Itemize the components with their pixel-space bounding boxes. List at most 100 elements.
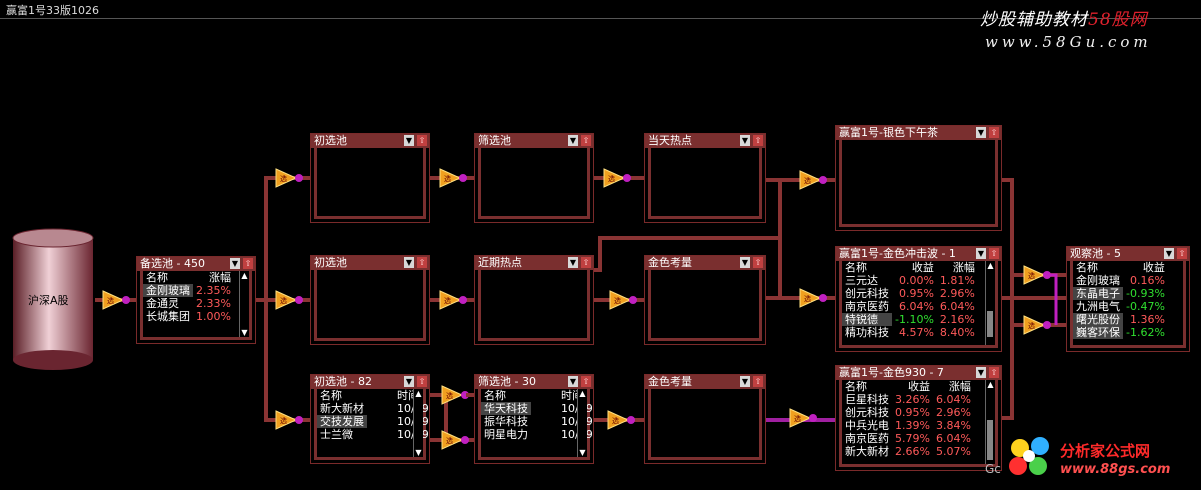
arrow-up-icon[interactable]: ⇧ bbox=[417, 135, 427, 146]
filter-node-icon[interactable]: 选 bbox=[275, 168, 303, 188]
col-header: 涨幅 bbox=[952, 261, 975, 274]
filter-node-icon[interactable]: 选 bbox=[1023, 315, 1051, 335]
filter-node-icon[interactable]: 选 bbox=[789, 408, 817, 428]
triangle-down-icon[interactable]: ▼ bbox=[976, 367, 986, 378]
filter-node-icon[interactable]: 选 bbox=[441, 385, 469, 405]
panel-title: 赢富1号-金色冲击波 - 1 bbox=[839, 247, 956, 260]
filter-node-icon[interactable]: 选 bbox=[603, 168, 631, 188]
scrollbar[interactable]: ▲▼ bbox=[413, 389, 423, 457]
triangle-down-icon[interactable]: ▼ bbox=[976, 248, 986, 259]
triangle-down-icon[interactable]: ▼ bbox=[1164, 248, 1174, 259]
watermark-text-a: 炒股辅助教材 bbox=[980, 10, 1088, 30]
filter-node-icon[interactable]: 选 bbox=[1023, 265, 1051, 285]
arrow-up-icon[interactable]: ⇧ bbox=[989, 248, 999, 259]
table-row[interactable]: 东晶电子-0.93% bbox=[1073, 287, 1168, 300]
arrow-up-icon[interactable]: ⇧ bbox=[581, 257, 591, 268]
panel-dangtian-redian[interactable]: 当天热点 ▼⇧ bbox=[644, 133, 766, 223]
filter-node-icon[interactable]: 选 bbox=[607, 410, 635, 430]
svg-text:选: 选 bbox=[446, 391, 453, 400]
panel-jinse-kaoliang-2[interactable]: 金色考量▼⇧ bbox=[644, 374, 766, 464]
table-row[interactable]: 巍客环保-1.62% bbox=[1073, 326, 1168, 339]
col-header: 涨幅 bbox=[948, 380, 971, 393]
arrow-up-icon[interactable]: ⇧ bbox=[581, 376, 591, 387]
filter-node-icon[interactable]: 选 bbox=[441, 430, 469, 450]
filter-node-icon[interactable]: 选 bbox=[799, 288, 827, 308]
panel-chuxuan-1[interactable]: 初选池▼⇧ bbox=[310, 133, 430, 223]
panel-title: 金色考量 bbox=[648, 256, 692, 269]
triangle-down-icon[interactable]: ▼ bbox=[976, 127, 986, 138]
filter-node-icon[interactable]: 选 bbox=[275, 410, 303, 430]
scrollbar[interactable]: ▲▼ bbox=[577, 389, 587, 457]
arrow-up-icon[interactable]: ⇧ bbox=[417, 257, 427, 268]
triangle-down-icon[interactable]: ▼ bbox=[740, 257, 750, 268]
table-row[interactable]: 华天科技10/29 bbox=[481, 402, 596, 415]
arrow-up-icon[interactable]: ⇧ bbox=[753, 376, 763, 387]
scrollbar[interactable]: ▲ bbox=[985, 261, 995, 345]
filter-node-icon[interactable]: 选 bbox=[609, 290, 637, 310]
triangle-down-icon[interactable]: ▼ bbox=[568, 135, 578, 146]
triangle-down-icon[interactable]: ▼ bbox=[404, 135, 414, 146]
arrow-up-icon[interactable]: ⇧ bbox=[989, 367, 999, 378]
arrow-up-icon[interactable]: ⇧ bbox=[417, 376, 427, 387]
panel-jinqi-redian[interactable]: 近期热点▼⇧ bbox=[474, 255, 594, 345]
svg-text:选: 选 bbox=[280, 416, 287, 425]
filter-node-icon[interactable]: 选 bbox=[439, 168, 467, 188]
svg-text:选: 选 bbox=[1028, 271, 1035, 280]
arrow-up-icon[interactable]: ⇧ bbox=[989, 127, 999, 138]
triangle-down-icon[interactable]: ▼ bbox=[740, 376, 750, 387]
panel-title: 赢富1号-银色下午茶 bbox=[839, 126, 938, 139]
watermark-88gs-url: www.88gs.com bbox=[1060, 462, 1171, 477]
panel-shaixuan-1[interactable]: 筛选池▼⇧ bbox=[474, 133, 594, 223]
triangle-down-icon[interactable]: ▼ bbox=[404, 257, 414, 268]
table-row[interactable]: 九洲电气-0.47% bbox=[1076, 300, 1165, 313]
panel-jinse-kaoliang-1[interactable]: 金色考量 ▼⇧ bbox=[644, 255, 766, 345]
triangle-down-icon[interactable]: ▼ bbox=[740, 135, 750, 146]
scrollbar[interactable]: ▲ bbox=[985, 380, 995, 464]
triangle-down-icon[interactable]: ▼ bbox=[404, 376, 414, 387]
col-header: 收益 bbox=[907, 380, 930, 393]
filter-node-icon[interactable]: 选 bbox=[102, 290, 130, 310]
arrow-up-icon[interactable]: ⇧ bbox=[581, 135, 591, 146]
triangle-down-icon[interactable]: ▼ bbox=[568, 257, 578, 268]
scrollbar[interactable]: ▲▼ bbox=[239, 271, 249, 337]
filter-node-icon[interactable]: 选 bbox=[799, 170, 827, 190]
panel-chuxuan-2[interactable]: 初选池▼⇧ bbox=[310, 255, 430, 345]
filter-node-icon[interactable]: 选 bbox=[275, 290, 303, 310]
wire-segment bbox=[1002, 178, 1066, 300]
triangle-down-icon[interactable]: ▼ bbox=[568, 376, 578, 387]
svg-text:选: 选 bbox=[446, 436, 453, 445]
triangle-down-icon[interactable]: ▼ bbox=[230, 258, 240, 269]
svg-text:选: 选 bbox=[804, 176, 811, 185]
arrow-up-icon[interactable]: ⇧ bbox=[1177, 248, 1187, 259]
arrow-up-icon[interactable]: ⇧ bbox=[753, 257, 763, 268]
panel-title: 当天热点 bbox=[648, 134, 692, 147]
filter-node-icon[interactable]: 选 bbox=[439, 290, 467, 310]
table-row[interactable]: 特锐德-1.10%2.16% bbox=[842, 313, 978, 326]
watermark-88gs: 分析家公式网 bbox=[1060, 442, 1151, 460]
arrow-up-icon[interactable]: ⇧ bbox=[243, 258, 253, 269]
arrow-up-icon[interactable]: ⇧ bbox=[753, 135, 763, 146]
panel-yinse-xiawucha[interactable]: 赢富1号-银色下午茶 ▼⇧ bbox=[835, 125, 1002, 231]
